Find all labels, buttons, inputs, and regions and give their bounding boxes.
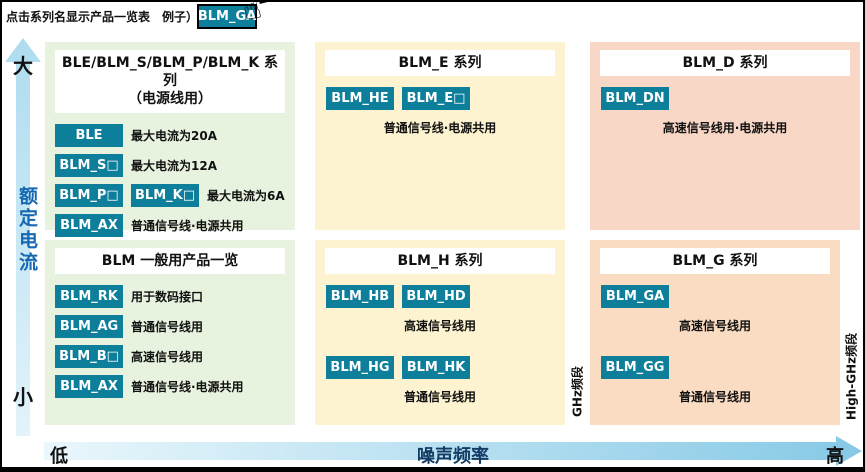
product-row: BLM_GA	[601, 285, 840, 309]
panel-title: BLE/BLM_S/BLM_P/BLM_K 系列 （电源线用）	[55, 50, 285, 113]
series-button-blm-hd[interactable]: BLM_HD	[402, 285, 470, 309]
product-row: BLM_HE BLM_E□	[326, 87, 565, 111]
panel-blm-g-series: BLM_G 系列 BLM_GA 高速信号线用 BLM_GG 普通信号线用	[590, 240, 840, 425]
group-description: 高速信号线用	[403, 319, 476, 334]
panel-title: BLM_G 系列	[600, 248, 830, 275]
product-row: BLM_HB BLM_HD	[326, 285, 565, 309]
series-button-blm-hb[interactable]: BLM_HB	[326, 285, 394, 309]
series-button-blm-ga[interactable]: BLM_GA	[601, 285, 669, 309]
product-row: BLM_AX 普通信号线·电源共用	[55, 375, 285, 399]
row-description: 最大电流为6A	[207, 188, 285, 203]
x-axis-high-label: 高	[826, 446, 844, 467]
product-row: BLM_B□ 高速信号线用	[55, 345, 285, 369]
product-row: BLM_HG BLM_HK	[326, 356, 565, 380]
panel-title: BLM_H 系列	[325, 248, 555, 275]
series-button-ble[interactable]: BLE	[55, 123, 123, 147]
panel-title: BLM 一般用产品一览	[55, 248, 285, 275]
panel-general-products: BLM 一般用产品一览 BLM_RK 用于数码接口 BLM_AG 普通信号线用 …	[45, 240, 295, 425]
series-button-blm-ag[interactable]: BLM_AG	[55, 315, 123, 339]
row-description: 用于数码接口	[131, 290, 204, 305]
series-button-blm-gg[interactable]: BLM_GG	[601, 356, 669, 380]
product-row: BLM_AX 普通信号线·电源共用	[55, 213, 285, 237]
panel-title: BLM_D 系列	[600, 50, 850, 77]
series-button-blm-hk[interactable]: BLM_HK	[402, 356, 470, 380]
row-description: 最大电流为20A	[131, 128, 217, 143]
panel-blm-d-series: BLM_D 系列 BLM_DN 高速信号线用·电源共用	[590, 42, 860, 230]
row-description: 普通信号线·电源共用	[131, 218, 244, 233]
series-button-blm-e[interactable]: BLM_E□	[402, 87, 470, 111]
row-description: 最大电流为12A	[131, 158, 217, 173]
panel-power-line-series: BLE/BLM_S/BLM_P/BLM_K 系列 （电源线用） BLE 最大电流…	[45, 42, 295, 237]
panel-blm-h-series: BLM_H 系列 BLM_HB BLM_HD 高速信号线用 BLM_HG BLM…	[315, 240, 565, 425]
product-row: BLM_GG	[601, 356, 840, 380]
group-description: 高速信号线用·电源共用	[662, 121, 788, 136]
group-description: 高速信号线用	[678, 319, 751, 334]
product-row: BLM_S□ 最大电流为12A	[55, 153, 285, 177]
series-button-blm-k[interactable]: BLM_K□	[131, 183, 199, 207]
series-button-blm-b[interactable]: BLM_B□	[55, 345, 123, 369]
row-description: 高速信号线用	[131, 350, 204, 365]
group-description: 普通信号线·电源共用	[383, 121, 497, 136]
row-description: 普通信号线用	[131, 320, 204, 335]
series-button-blm-s[interactable]: BLM_S□	[55, 153, 123, 177]
product-row: BLE 最大电流为20A	[55, 123, 285, 147]
y-axis-arrow	[5, 38, 41, 436]
x-axis-label: 噪声频率	[417, 446, 489, 467]
y-axis-max-label: 大	[13, 54, 33, 78]
x-axis-low-label: 低	[50, 446, 68, 467]
series-button-blm-he[interactable]: BLM_HE	[326, 87, 394, 111]
y-axis-min-label: 小	[13, 385, 33, 409]
product-row: BLM_RK 用于数码接口	[55, 285, 285, 309]
series-button-blm-p[interactable]: BLM_P□	[55, 183, 123, 207]
series-button-blm-ax[interactable]: BLM_AX	[55, 213, 123, 237]
row-description: 普通信号线·电源共用	[131, 380, 244, 395]
series-button-blm-hg[interactable]: BLM_HG	[326, 356, 394, 380]
series-button-blm-dn[interactable]: BLM_DN	[601, 87, 669, 111]
panel-title: BLM_E 系列	[325, 50, 555, 77]
panel-blm-e-series: BLM_E 系列 BLM_HE BLM_E□ 普通信号线·电源共用	[315, 42, 565, 230]
product-row: BLM_DN	[601, 87, 860, 111]
band-label-ghz: GHz频段	[570, 366, 585, 417]
y-axis-label: 额定电流	[16, 186, 38, 274]
product-row: BLM_P□ BLM_K□ 最大电流为6A	[55, 183, 285, 207]
product-row: BLM_AG 普通信号线用	[55, 315, 285, 339]
series-button-blm-rk[interactable]: BLM_RK	[55, 285, 123, 309]
header-note: 点击系列名显示产品一览表 例子）	[6, 10, 199, 24]
group-description: 普通信号线用	[403, 390, 476, 405]
panel-title-line2: （电源线用）	[128, 91, 212, 108]
band-label-high-ghz: High-GHz频段	[844, 332, 859, 421]
x-axis-arrow	[44, 436, 862, 466]
series-button-blm-ax[interactable]: BLM_AX	[55, 375, 123, 399]
panel-title-line1: BLE/BLM_S/BLM_P/BLM_K 系列	[61, 55, 279, 90]
group-description: 普通信号线用	[678, 390, 751, 405]
